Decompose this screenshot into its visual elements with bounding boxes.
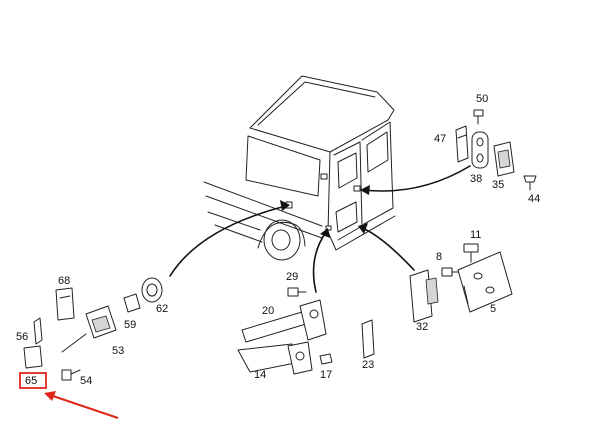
callout-32: 32 (416, 321, 428, 333)
part-20-hinge-arm (241, 299, 327, 343)
part-47-bracket (455, 125, 469, 163)
part-23-pin (361, 319, 375, 359)
callout-35: 35 (492, 179, 504, 191)
callout-53: 53 (112, 345, 124, 357)
part-44-screw (523, 175, 537, 191)
callout-11: 11 (470, 229, 481, 241)
callout-68: 68 (58, 275, 70, 287)
callout-62: 62 (156, 303, 168, 315)
part-32-hinge (409, 269, 439, 323)
part-53-latch-housing (85, 305, 117, 339)
callout-17: 17 (320, 369, 332, 381)
callout-54: 54 (80, 375, 92, 387)
part-59-cap (123, 293, 141, 313)
part-17-nut (319, 353, 333, 365)
part-29-screw (287, 287, 307, 297)
callout-50: 50 (476, 93, 488, 105)
callout-8: 8 (436, 251, 442, 263)
callout-23: 23 (362, 359, 374, 371)
highlight-arrow-shaft (49, 394, 119, 419)
highlight-arrow-head (44, 391, 56, 401)
callout-44: 44 (528, 193, 540, 205)
part-56-key (33, 317, 43, 345)
callout-65: 65 (25, 375, 37, 387)
part-14-hinge-lower (237, 341, 313, 375)
callout-labels: 50 47 38 35 44 11 8 5 29 20 14 17 23 32 … (16, 93, 540, 387)
part-11-bolt (463, 243, 479, 263)
part-50-screw (473, 109, 484, 125)
part-38-plate (471, 131, 489, 169)
part-35-latch (493, 141, 515, 177)
callout-14: 14 (254, 369, 266, 381)
van-body (203, 75, 396, 261)
connection-arrows (169, 165, 471, 293)
highlight-box (19, 372, 47, 389)
part-8-bolt (441, 267, 461, 277)
callout-38: 38 (470, 173, 482, 185)
part-68-clip (55, 287, 75, 321)
part-54-screw (61, 369, 81, 381)
callout-47: 47 (434, 133, 446, 145)
callout-56: 56 (16, 331, 28, 343)
callout-29: 29 (286, 271, 298, 283)
callout-5: 5 (490, 303, 496, 315)
highlight-annotation (19, 372, 119, 419)
part-65-bumper (23, 345, 43, 369)
callout-20: 20 (262, 305, 274, 317)
callout-59: 59 (124, 319, 136, 331)
part-5-hinge-plate (457, 251, 513, 313)
part-62-bushing (141, 277, 163, 303)
